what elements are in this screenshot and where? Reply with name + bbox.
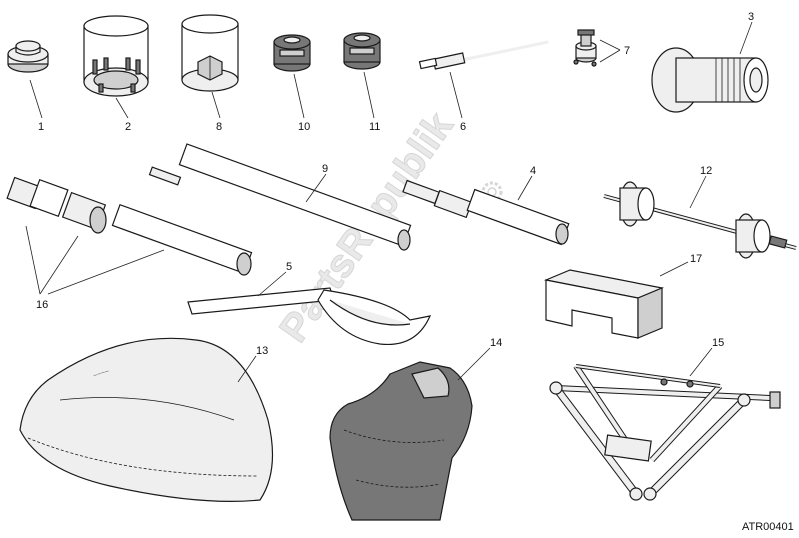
part-15-stand[interactable] <box>549 364 781 501</box>
part-2-pins <box>92 57 141 93</box>
part-8-hex-socket[interactable] <box>181 14 239 92</box>
part-1-cap[interactable] <box>7 40 49 73</box>
callout-9: 9 <box>322 163 328 175</box>
callout-5: 5 <box>286 261 292 273</box>
callout-6: 6 <box>460 121 466 133</box>
part-10-bush[interactable] <box>273 34 311 72</box>
part-7-bolt-assembly[interactable] <box>573 29 597 67</box>
part-3-threads <box>715 58 741 102</box>
diagram-code: ATR00401 <box>742 521 794 533</box>
callout-13: 13 <box>256 345 268 357</box>
callout-7: 7 <box>624 45 630 57</box>
part-3-threaded-flange[interactable] <box>651 47 769 113</box>
callout-3: 3 <box>748 11 754 23</box>
part-2-socket[interactable] <box>83 15 149 97</box>
part-13-logo: ~~~~ <box>92 368 110 380</box>
callout-17: 17 <box>690 253 702 265</box>
callout-11: 11 <box>369 121 380 133</box>
part-17-block[interactable] <box>543 269 665 339</box>
callout-14: 14 <box>490 337 502 349</box>
callout-2: 2 <box>125 121 131 133</box>
part-14-tank-cover[interactable] <box>329 361 473 521</box>
part-12-axle-puller[interactable] <box>603 181 797 259</box>
part-13-seat-cover[interactable]: ~~~~ <box>19 337 274 502</box>
part-9-long-rod[interactable] <box>148 143 412 251</box>
part-5-hook-wrench[interactable] <box>187 287 432 346</box>
part-16-bushing-set[interactable] <box>6 176 253 276</box>
callout-16: 16 <box>36 299 48 311</box>
callout-8: 8 <box>216 121 222 133</box>
callout-10: 10 <box>298 121 310 133</box>
callout-1: 1 <box>38 121 44 133</box>
callout-12: 12 <box>700 165 712 177</box>
callout-4: 4 <box>530 165 536 177</box>
part-11-bush[interactable] <box>343 32 381 70</box>
callout-15: 15 <box>712 337 724 349</box>
part-6-slim-rod[interactable] <box>418 40 549 70</box>
part-4-stepped-rod[interactable] <box>402 179 570 246</box>
